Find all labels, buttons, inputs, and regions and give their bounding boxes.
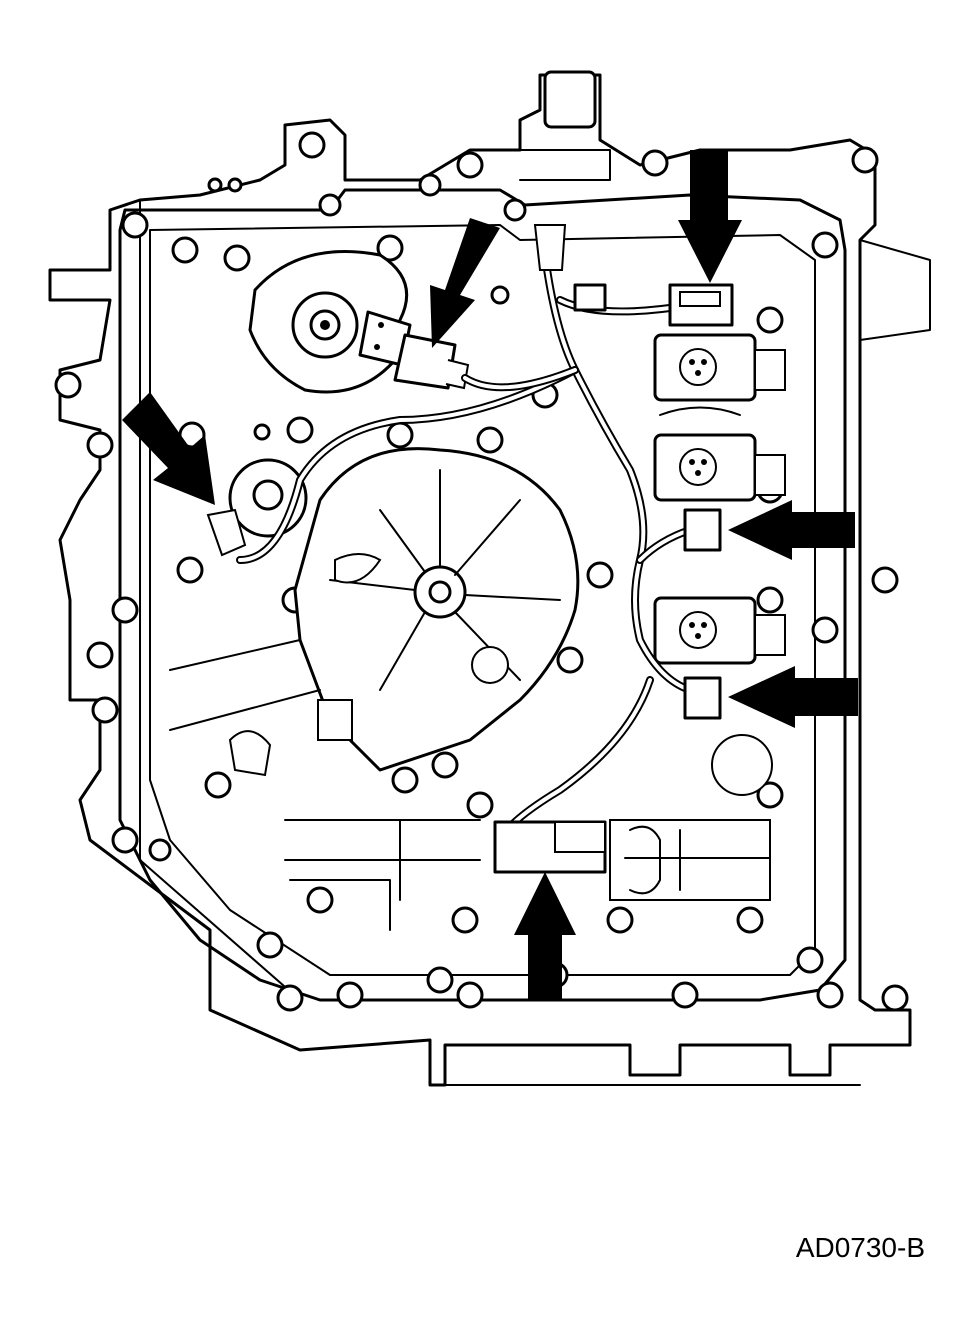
top-sensor bbox=[519, 70, 611, 271]
shift-solenoids bbox=[653, 333, 786, 665]
lower-passages bbox=[169, 639, 773, 931]
callout-arrows bbox=[122, 150, 858, 1000]
arrow-solenoid-upper-left bbox=[430, 218, 500, 348]
arrow-connector-right-middle bbox=[728, 500, 855, 560]
wiring-harness bbox=[236, 251, 694, 844]
connectors bbox=[493, 283, 734, 874]
arrow-connector-top-right bbox=[678, 150, 742, 283]
arrow-connector-right-lower bbox=[728, 666, 858, 728]
figure-code: AD0730-B bbox=[795, 1232, 925, 1263]
left-solenoid bbox=[206, 458, 308, 557]
center-cover bbox=[293, 447, 580, 772]
arrow-connector-bottom bbox=[514, 872, 576, 1000]
arrow-connector-left bbox=[122, 392, 215, 505]
